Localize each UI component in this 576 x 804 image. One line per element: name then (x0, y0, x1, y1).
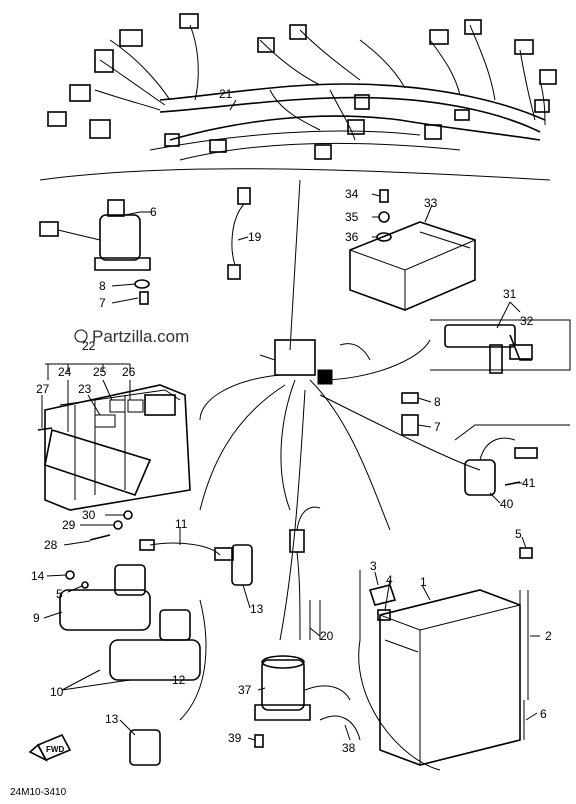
relay-bracket-part-32[interactable] (430, 319, 571, 371)
flasher-part-40[interactable] (454, 424, 570, 496)
leader-lines (41, 99, 540, 741)
callout-10: 10 (50, 685, 64, 699)
washer-part-35[interactable] (378, 211, 390, 223)
callout-27: 27 (36, 382, 50, 396)
callout-33: 33 (424, 196, 438, 210)
callout-36: 36 (345, 230, 359, 244)
plug-lead-part-11[interactable] (139, 539, 234, 561)
callout-24: 24 (58, 365, 72, 379)
frame-lines (39, 168, 551, 641)
callout-39: 39 (228, 731, 242, 745)
washer-part-8[interactable] (134, 279, 150, 289)
callout-5: 5 (515, 527, 522, 541)
fuse-part-26[interactable] (127, 399, 144, 413)
callout-3: 3 (370, 559, 377, 573)
callout-4: 4 (386, 573, 393, 587)
callout-28: 28 (44, 538, 58, 552)
callout-13: 13 (250, 602, 264, 616)
callout-5b: 5 (56, 587, 63, 601)
callout-13b: 13 (105, 712, 119, 726)
switch-lead-part-20[interactable] (289, 506, 321, 641)
washer-part-29[interactable] (113, 520, 123, 530)
bolt-part-5b[interactable] (81, 581, 89, 589)
battery-lead-part-2[interactable] (519, 590, 529, 700)
fuse-cover-part-24[interactable] (44, 428, 152, 496)
igniter-unit-part-33[interactable] (349, 221, 476, 311)
callout-2: 2 (545, 629, 552, 643)
callout-19: 19 (248, 230, 262, 244)
screw-part-39[interactable] (254, 734, 264, 748)
callout-29: 29 (62, 518, 76, 532)
callout-7: 7 (99, 296, 106, 310)
callout-41: 41 (522, 476, 536, 490)
callout-12: 12 (172, 673, 186, 687)
bolt-part-34[interactable] (379, 189, 389, 203)
bolt-part-7[interactable] (139, 291, 149, 305)
plug-cap-part-13a[interactable] (231, 544, 253, 586)
battery-part-1[interactable] (379, 589, 521, 766)
callout-25: 25 (93, 365, 107, 379)
callout-6b: 6 (540, 707, 547, 721)
callout-8: 8 (99, 279, 106, 293)
callout-9: 9 (33, 611, 40, 625)
plug-lead-part-12[interactable] (179, 599, 207, 721)
callout-14: 14 (31, 569, 45, 583)
callout-31: 31 (503, 287, 517, 301)
plug-cap-part-13b[interactable] (129, 729, 161, 766)
watermark-text: Partzilla.com (92, 327, 189, 346)
callout-22: 22 (82, 339, 96, 353)
ignition-coil-part-9[interactable] (59, 564, 151, 631)
callout-26: 26 (122, 365, 136, 379)
callout-20: 20 (320, 629, 334, 643)
ground-lead[interactable] (358, 570, 441, 771)
callout-6: 6 (150, 205, 157, 219)
callouts: 21 6 8 7 19 34 35 36 33 31 32 22 27 24 2… (31, 87, 552, 755)
sensor-lead-part-19[interactable] (227, 187, 251, 280)
sensor-switch-part-7b[interactable] (401, 414, 419, 436)
callout-11: 11 (175, 517, 188, 531)
callout-37: 37 (238, 683, 252, 697)
junction-block[interactable] (259, 339, 371, 385)
callout-30: 30 (82, 508, 96, 522)
callout-32: 32 (520, 314, 534, 328)
callout-38: 38 (342, 741, 356, 755)
starter-relay-part-37[interactable] (254, 655, 311, 721)
drawing-code: 24M10-3410 (10, 787, 67, 798)
callout-8b: 8 (434, 395, 441, 409)
ignition-coil-part-6[interactable] (39, 199, 152, 271)
fuse-part-23[interactable] (94, 414, 116, 428)
screw-part-27[interactable] (37, 427, 53, 431)
callout-21: 21 (219, 87, 233, 101)
callout-7b: 7 (434, 420, 441, 434)
callout-1: 1 (420, 575, 427, 589)
battery-terminal-part-4[interactable] (377, 609, 391, 621)
fuse-part-25[interactable] (109, 399, 126, 413)
relay-lead-part-38[interactable] (304, 685, 361, 741)
wire-harness-part-21[interactable] (47, 13, 557, 161)
clamp-part-5[interactable] (519, 547, 533, 559)
clip-part-14[interactable] (65, 570, 75, 580)
nut-part-30[interactable] (123, 510, 133, 520)
sensor-washer-part-8b[interactable] (401, 392, 419, 404)
relay-part-31[interactable] (444, 324, 532, 374)
callout-35: 35 (345, 210, 359, 224)
watermark-logo: Partzilla.com (74, 327, 189, 346)
callout-23: 23 (78, 382, 92, 396)
ignition-coil-part-10[interactable] (109, 609, 201, 681)
bolt-part-28[interactable] (89, 534, 111, 541)
fwd-label: FWD (46, 745, 64, 754)
fuse-box-connector[interactable] (144, 394, 176, 416)
battery-cover-part-3[interactable] (368, 584, 397, 606)
fuse-box-part-22[interactable] (44, 384, 191, 511)
callout-34: 34 (345, 187, 359, 201)
forward-arrow-badge: FWD (28, 733, 72, 762)
callout-40: 40 (500, 497, 514, 511)
